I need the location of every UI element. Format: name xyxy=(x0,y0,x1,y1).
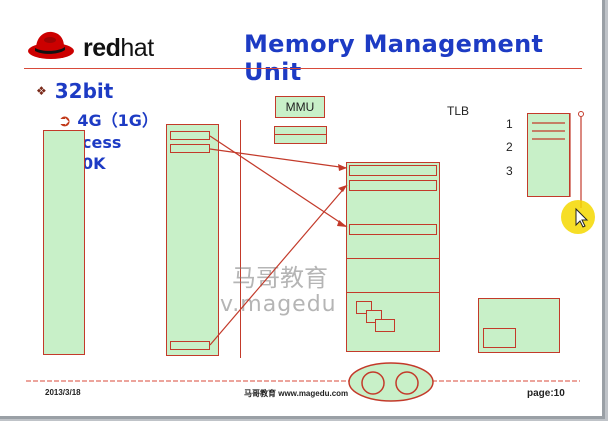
mmu-table-row-divider xyxy=(274,134,327,135)
page-entry-1 xyxy=(170,131,210,140)
bullet-diamond-icon: ❖ xyxy=(36,84,47,98)
slide-title: Memory Management Unit xyxy=(244,30,544,86)
tlb-box xyxy=(527,113,570,197)
mmu-box: MMU xyxy=(275,96,325,118)
frame-3 xyxy=(349,224,437,235)
frame-divider-2 xyxy=(346,292,440,293)
footer-date: 2013/3/18 xyxy=(45,388,81,397)
diagram-arrows xyxy=(26,111,584,402)
footer-page: page:10 xyxy=(527,388,565,399)
frame-2 xyxy=(349,180,437,191)
mmu-table xyxy=(274,126,327,144)
tlb-label: TLB xyxy=(447,104,470,118)
fragment-3 xyxy=(375,319,395,332)
redhat-hat-icon xyxy=(28,31,74,59)
tlb-number-3: 3 xyxy=(506,164,513,178)
page-entry-3 xyxy=(170,341,210,350)
other-memory-block xyxy=(483,328,516,348)
bullet-4k: 0K xyxy=(82,154,106,173)
footer-site: 马哥教育 www.magedu.com xyxy=(244,389,349,398)
bullet-process: cess xyxy=(82,133,122,152)
frame-1 xyxy=(349,165,437,176)
redhat-logo-text: redhat xyxy=(83,34,154,62)
bullet-4g: ➲4G（1G） xyxy=(58,111,158,130)
watermark-chinese: 马哥教育 xyxy=(232,264,328,292)
header-divider xyxy=(24,68,582,69)
address-divider-line xyxy=(240,120,241,358)
bullet-32bit: ❖32bit xyxy=(36,79,114,103)
tlb-number-1: 1 xyxy=(506,117,513,131)
bullet-arrow-icon: ➲ xyxy=(58,111,72,130)
page-entry-2 xyxy=(170,144,210,153)
mouse-cursor-icon xyxy=(561,200,595,234)
frame-divider-1 xyxy=(346,258,440,259)
process-address-space-a xyxy=(43,130,85,355)
process-address-space-b xyxy=(166,124,219,356)
watermark-url: v.magedu xyxy=(220,292,337,317)
tlb-number-2: 2 xyxy=(506,140,513,154)
